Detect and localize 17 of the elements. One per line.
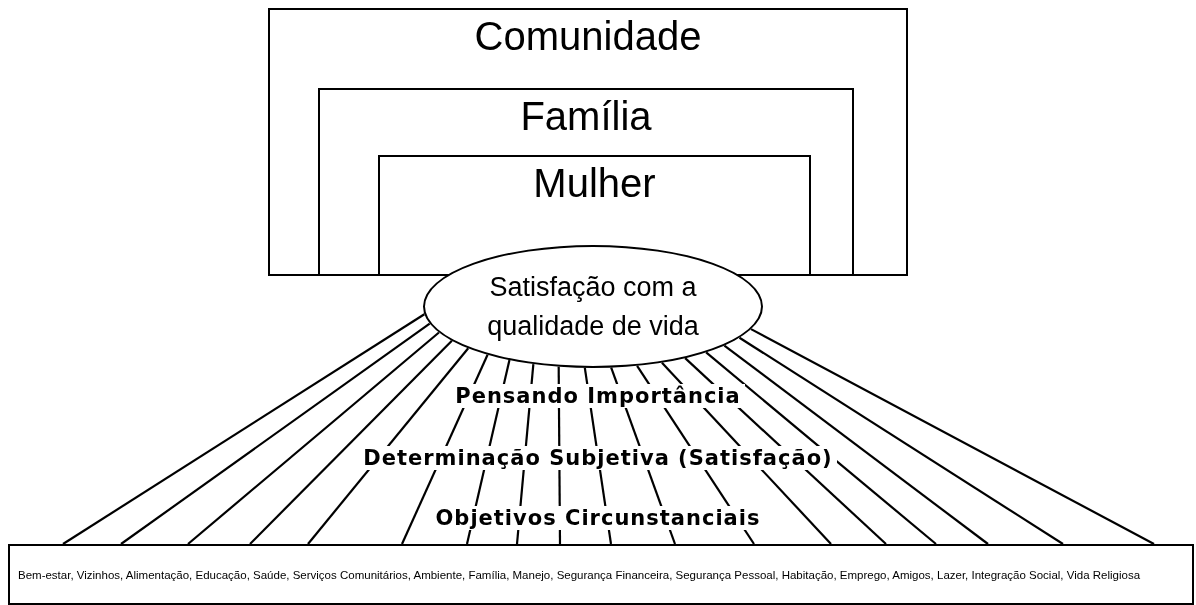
connector-line [307, 347, 470, 545]
connector-line [62, 313, 425, 545]
nested-box [268, 8, 908, 276]
level-title: Comunidade [473, 14, 703, 58]
level-title: Família [519, 94, 653, 138]
connector-line [705, 351, 937, 545]
connector-line [723, 344, 989, 545]
nested-box [318, 88, 854, 276]
connector-line [120, 322, 431, 545]
ellipse-text: Satisfação com a qualidade de vida [486, 270, 700, 343]
connector-line [738, 336, 1064, 545]
connector-line [187, 331, 440, 545]
connector-line [249, 340, 453, 545]
domains-box [8, 544, 1194, 605]
domain-list: Bem-estar, Vizinhos, Alimentação, Educação, Saúde, Serviços Comunitários, Ambiente, Família, Manejo, Segurança Financeira, Segurança Pessoal, Habitação, Emprego, Amigos, Lazer, Integração Social, Vida Religiosa [10, 568, 1192, 581]
connector-line [750, 328, 1155, 545]
level-title: Mulher [532, 161, 657, 205]
